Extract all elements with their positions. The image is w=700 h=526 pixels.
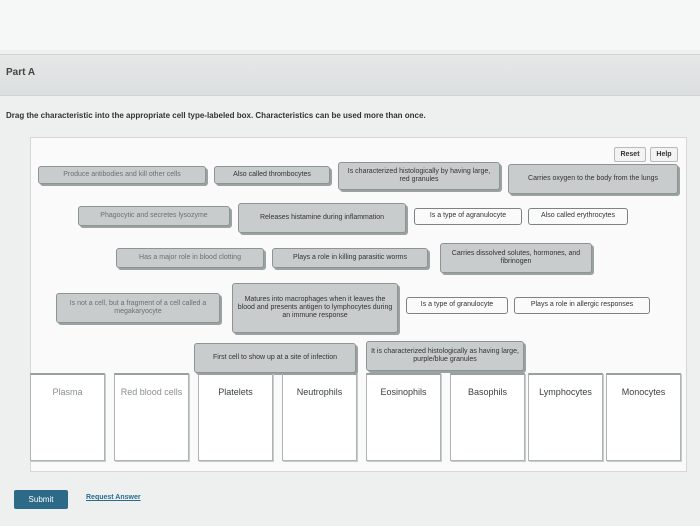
chip-first-at-infection[interactable]: First cell to show up at a site of infec…	[194, 343, 356, 373]
part-label: Part A	[6, 67, 36, 78]
chip-also-called-thrombocytes[interactable]: Also called thrombocytes	[214, 166, 330, 184]
chip-releases-histamine[interactable]: Releases histamine during inflammation	[238, 203, 406, 233]
chip-purple-blue-granules[interactable]: It is characterized histologically as ha…	[366, 341, 524, 371]
reset-button[interactable]: Reset	[614, 147, 646, 162]
top-band	[0, 0, 700, 50]
drop-box-monocytes[interactable]: Monocytes	[606, 373, 681, 461]
instructions: Drag the characteristic into the appropr…	[6, 111, 426, 120]
chip-large-red-granules[interactable]: Is characterized histologically by havin…	[338, 162, 500, 190]
chip-matures-into-macrophages[interactable]: Matures into macrophages when it leaves …	[232, 283, 398, 333]
drop-box-plasma[interactable]: Plasma	[30, 373, 105, 461]
part-header: Part A	[0, 54, 700, 96]
drop-box-lymphocytes[interactable]: Lymphocytes	[528, 373, 603, 461]
help-button[interactable]: Help	[650, 147, 678, 162]
chip-also-called-erythrocytes[interactable]: Also called erythrocytes	[528, 208, 628, 225]
chip-allergic-responses[interactable]: Plays a role in allergic responses	[514, 297, 650, 314]
chip-carries-oxygen[interactable]: Carries oxygen to the body from the lung…	[508, 164, 678, 194]
drop-box-red-blood-cells[interactable]: Red blood cells	[114, 373, 189, 461]
chip-type-of-agranulocyte[interactable]: Is a type of agranulocyte	[414, 208, 522, 225]
drop-box-neutrophils[interactable]: Neutrophils	[282, 373, 357, 461]
request-answer-link[interactable]: Request Answer	[86, 494, 141, 501]
chip-phagocytic-lysozyme[interactable]: Phagocytic and secretes lysozyme	[78, 206, 230, 226]
chip-dissolved-solutes[interactable]: Carries dissolved solutes, hormones, and…	[440, 243, 592, 273]
chip-produce-antibodies[interactable]: Produce antibodies and kill other cells	[38, 166, 206, 184]
drop-box-eosinophils[interactable]: Eosinophils	[366, 373, 441, 461]
drop-box-basophils[interactable]: Basophils	[450, 373, 525, 461]
chip-parasitic-worms[interactable]: Plays a role in killing parasitic worms	[272, 248, 428, 268]
chip-megakaryocyte-fragment[interactable]: Is not a cell, but a fragment of a cell …	[56, 293, 220, 323]
chip-type-of-granulocyte[interactable]: Is a type of granulocyte	[406, 297, 508, 314]
submit-button[interactable]: Submit	[14, 490, 68, 509]
chip-blood-clotting[interactable]: Has a major role in blood clotting	[116, 248, 264, 268]
drop-box-platelets[interactable]: Platelets	[198, 373, 273, 461]
